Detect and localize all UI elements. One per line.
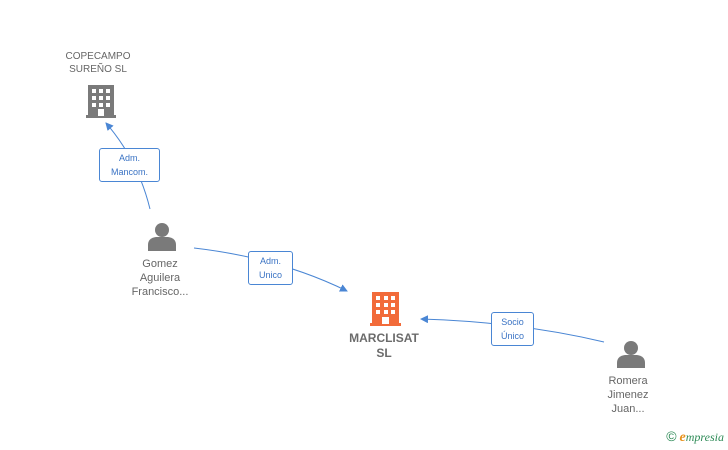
person-icon[interactable]: [617, 341, 645, 368]
node-label-copecampo[interactable]: COPECAMPO SUREÑO SL: [65, 51, 131, 75]
edge-label-adm-mancom[interactable]: Adm. Mancom.: [99, 148, 160, 182]
logo-name: mpresia: [685, 430, 724, 444]
edge-label-adm-unico[interactable]: Adm. Unico: [248, 251, 293, 285]
main-building-icon[interactable]: [370, 292, 401, 326]
edge-label-socio-unico[interactable]: Socio Único: [491, 312, 534, 346]
copyright-symbol: ©: [666, 428, 677, 444]
empresia-logo: © empresia: [666, 428, 724, 446]
building-icon[interactable]: [86, 85, 116, 118]
person-icon[interactable]: [148, 223, 176, 251]
node-label-marclisat[interactable]: MARCLISAT SL: [349, 331, 419, 360]
logo-initial: e: [679, 430, 686, 445]
node-label-romera[interactable]: Romera Jimenez Juan...: [607, 375, 649, 415]
node-label-gomez[interactable]: Gomez Aguilera Francisco...: [131, 258, 189, 298]
